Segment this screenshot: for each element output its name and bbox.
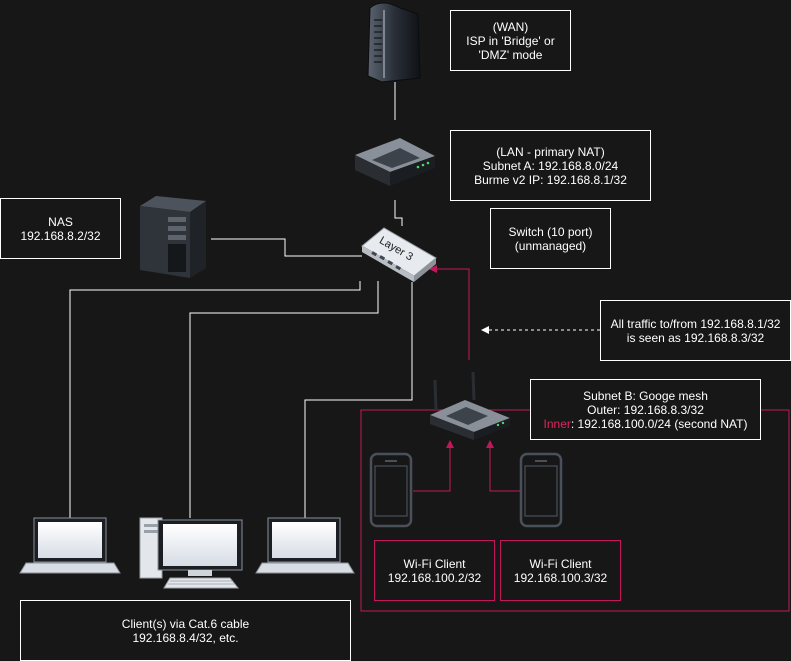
wifi-client-1-line-1: Wi-Fi Client <box>403 556 466 571</box>
wan-line-1: (WAN) <box>492 19 529 34</box>
mesh-to-switch-link <box>429 265 470 360</box>
primary-router-line-2: Subnet A: 192.168.8.0/24 <box>482 158 619 173</box>
traffic-note-line-1: All traffic to/from 192.168.8.1/32 <box>610 316 781 331</box>
primary-router-info-box: (LAN - primary NAT) Subnet A: 192.168.8.… <box>450 130 651 201</box>
primary-router-line-1: (LAN - primary NAT) <box>496 144 605 159</box>
phone-icon <box>519 452 563 528</box>
laptop-icon <box>19 517 121 574</box>
switch-to-desktop-link <box>189 281 379 518</box>
wifi-client-1-line-2: 192.168.100.2/32 <box>387 570 482 585</box>
traffic-note-line-2: is seen as 192.168.8.3/32 <box>626 330 765 345</box>
connections <box>69 82 413 518</box>
modem-icon <box>367 2 421 83</box>
mesh-inner-value: : 192.168.100.0/24 (second NAT) <box>570 416 748 431</box>
wifi-client-1-box: Wi-Fi Client 192.168.100.2/32 <box>374 540 495 601</box>
wan-info-box: (WAN) ISP in 'Bridge' or 'DMZ' mode <box>450 10 571 71</box>
phone-icon <box>369 452 413 528</box>
wired-clients-box: Client(s) via Cat.6 cable 192.168.8.4/32… <box>20 600 351 661</box>
primary-router-line-3: Burme v2 IP: 192.168.8.1/32 <box>474 172 627 187</box>
switch-to-laptop-right-link <box>304 282 413 518</box>
mesh-links <box>413 265 520 492</box>
mesh-info-box: Subnet B: Googe mesh Outer: 192.168.8.3/… <box>530 379 761 440</box>
mesh-inner-label: Inner <box>543 416 571 431</box>
wan-line-2: ISP in 'Bridge' or <box>466 33 555 48</box>
wifi-client-2-box: Wi-Fi Client 192.168.100.3/32 <box>500 540 621 601</box>
wired-clients-line-2: 192.168.8.4/32, etc. <box>132 630 239 645</box>
nas-line-2: 192.168.8.2/32 <box>20 228 101 243</box>
wired-clients-line-1: Client(s) via Cat.6 cable <box>121 616 250 631</box>
switch-line-2: (unmanaged) <box>514 238 587 253</box>
nas-to-switch-link <box>211 238 362 257</box>
mesh-line-2: Outer: 192.168.8.3/32 <box>587 402 704 417</box>
switch-info-box: Switch (10 port) (unmanaged) <box>490 208 611 269</box>
server-tower-icon <box>140 196 206 278</box>
wifi-client-2-line-2: 192.168.100.3/32 <box>513 570 608 585</box>
wan-line-3: 'DMZ' mode <box>478 47 543 62</box>
mesh-line-1: Subnet B: Googe mesh <box>583 388 708 403</box>
desktop-icon <box>139 517 243 589</box>
mesh-line-3: Inner: 192.168.100.0/24 (second NAT) <box>544 417 748 431</box>
wifi-client-2-line-1: Wi-Fi Client <box>529 556 592 571</box>
switch-line-1: Switch (10 port) <box>508 224 593 239</box>
nas-info-box: NAS 192.168.8.2/32 <box>0 198 121 259</box>
switch-to-laptop-left-link <box>69 281 361 518</box>
traffic-note-box: All traffic to/from 192.168.8.1/32 is se… <box>600 300 791 361</box>
laptop-icon <box>255 517 355 574</box>
switch-icon: Layer 3 <box>361 227 437 282</box>
phone1-to-mesh-link <box>413 440 454 492</box>
wifi-router-icon <box>430 371 510 440</box>
phone2-to-mesh-link <box>486 440 520 492</box>
nas-line-1: NAS <box>48 214 73 229</box>
router-icon <box>355 138 435 186</box>
router-to-switch-link <box>394 200 403 226</box>
